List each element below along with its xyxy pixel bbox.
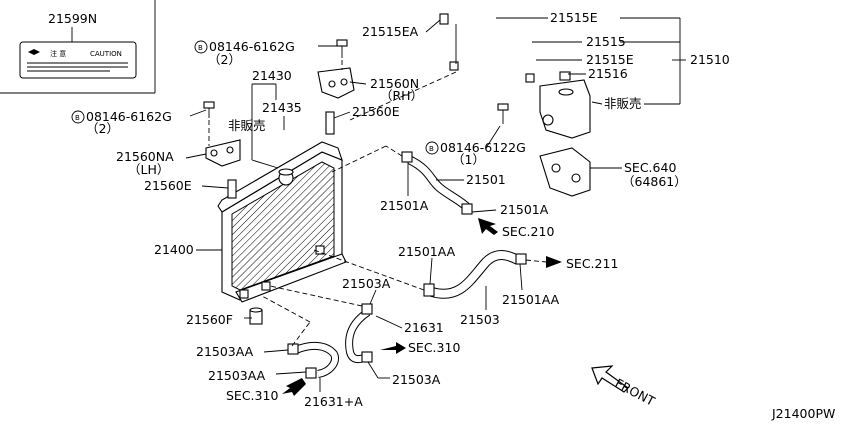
caution-warning-icon [28, 49, 40, 55]
label-21501: 21501 [466, 172, 506, 187]
diagram-code: J21400PW [771, 406, 835, 421]
caution-sticker [19, 41, 137, 79]
mount-21560e-mid [325, 111, 335, 135]
label-21560n: 21560N [370, 76, 419, 91]
label-21501a-right: 21501A [500, 202, 549, 217]
label-21430: 21430 [252, 68, 292, 83]
label-bolt-right: 08146-6122G [440, 140, 526, 155]
clamp-21503aa-1 [287, 343, 299, 355]
label-21515: 21515 [586, 34, 626, 49]
label-21503a-top: 21503A [342, 276, 391, 291]
label-21503aa-1: 21503AA [196, 344, 254, 359]
label-21503aa-2: 21503AA [208, 368, 266, 383]
reservoir-cap-21516 [559, 71, 571, 81]
circle-b-top: B [198, 44, 203, 52]
label-21515e-top: 21515E [550, 10, 598, 25]
hose-21631a [261, 295, 339, 379]
part-labels: 08146-6162G （2） 21430 21435 非販売 08146-61… [86, 10, 835, 421]
label-21631: 21631 [404, 320, 444, 335]
front-arrow-icon [591, 365, 629, 393]
lower-hose-21503 [313, 249, 527, 299]
clamp-21501aa-right [515, 253, 527, 265]
label-21503: 21503 [460, 312, 500, 327]
label-bolt-left-qty: （2） [86, 121, 119, 136]
bolt-right [497, 103, 509, 124]
label-not-for-sale-1: 非販売 [228, 118, 266, 133]
label-bolt-top: 08146-6162G [209, 39, 295, 54]
clamp-21501a-right [461, 203, 473, 215]
bracket-21560n [317, 39, 355, 99]
label-21501aa-right: 21501AA [502, 292, 560, 307]
caution-jp-text: 注 意 [50, 49, 66, 58]
arrow-sec310-right [380, 342, 406, 354]
label-21560na-side: （LH） [128, 162, 169, 177]
label-sec640: SEC.640 [624, 160, 676, 175]
bracket-sec640 [539, 147, 591, 197]
label-sec310-right: SEC.310 [408, 340, 460, 355]
clamp-21501aa-left [423, 283, 435, 297]
clamp-21503a-top [361, 303, 373, 315]
label-sec211: SEC.211 [566, 256, 618, 271]
arrow-sec310-left [282, 378, 306, 396]
label-21515ea: 21515EA [362, 24, 419, 39]
label-21631a: 21631+A [304, 394, 363, 409]
part-label-21599n: 21599N [48, 11, 97, 26]
arrow-sec210 [478, 218, 498, 235]
label-21501aa-left: 21501AA [398, 244, 456, 259]
label-bolt-left: 08146-6162G [86, 109, 172, 124]
caution-label-panel: 21599N 注 意 CAUTION [0, 0, 156, 94]
upper-hose-21501 [331, 145, 473, 215]
label-21560e-mid: 21560E [352, 104, 400, 119]
clamp-21503aa-2 [305, 367, 317, 379]
clamp-21515ea [439, 13, 449, 25]
label-not-for-sale-2: 非販売 [604, 96, 642, 111]
bolt-top-head [336, 39, 348, 47]
label-bolt-right-qty: （1） [452, 152, 485, 167]
label-sec640-sub: （64861） [622, 174, 687, 189]
label-sec310-left: SEC.310 [226, 388, 278, 403]
leader-lines [185, 17, 686, 392]
label-21515e-mid: 21515E [586, 52, 634, 67]
label-21560n-side: （RH） [380, 88, 423, 103]
circle-b-right: B [429, 145, 434, 153]
label-21510: 21510 [690, 52, 730, 67]
arrow-sec211 [525, 256, 562, 268]
clamp-21501a-left [401, 151, 413, 163]
bracket-21560na [203, 101, 241, 167]
label-21435: 21435 [262, 100, 302, 115]
label-front: FRONT [613, 375, 658, 408]
caution-en-text: CAUTION [90, 50, 122, 58]
mount-21560e-left [227, 179, 237, 199]
reservoir-tank-21510 [539, 71, 591, 139]
label-21400: 21400 [154, 242, 194, 257]
label-bolt-top-qty: （2） [208, 52, 241, 67]
bolt-left-head [203, 101, 215, 109]
bolt-callout-markers: B B B [71, 40, 439, 155]
radiator-21400 [217, 111, 347, 325]
hose-21515 [349, 13, 540, 121]
label-21560f: 21560F [186, 312, 233, 327]
label-21560e-left: 21560E [144, 178, 192, 193]
hose-21631 [269, 285, 373, 364]
radiator-core [231, 161, 335, 291]
label-21560na: 21560NA [116, 149, 174, 164]
label-21501a-left: 21501A [380, 198, 429, 213]
clamp-21503a-bottom [361, 351, 373, 363]
label-sec210: SEC.210 [502, 224, 554, 239]
circle-b-left: B [75, 114, 80, 122]
label-21503a-bottom: 21503A [392, 372, 441, 387]
label-21516: 21516 [588, 66, 628, 81]
